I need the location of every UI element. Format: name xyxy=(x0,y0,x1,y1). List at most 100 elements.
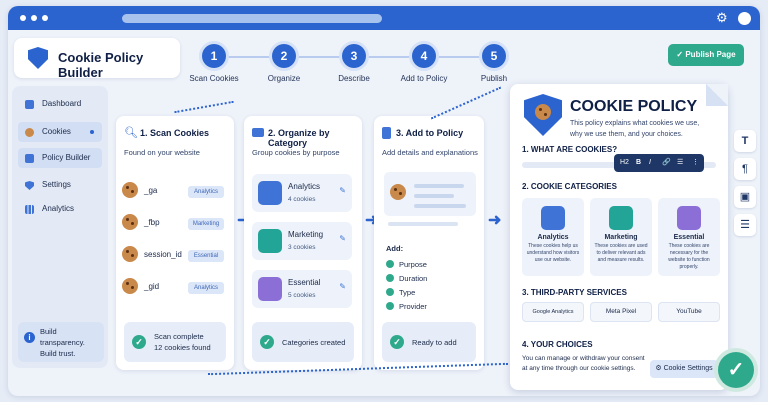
edit-icon[interactable]: ✎ xyxy=(339,282,346,291)
category-tag[interactable]: Analytics xyxy=(188,282,224,294)
address-bar[interactable] xyxy=(122,14,382,23)
section-heading: 1. WHAT ARE COOKIES? xyxy=(522,145,618,154)
sidebar-item-label: Analytics xyxy=(42,204,75,213)
cookie-settings-button[interactable]: ⚙ Cookie Settings xyxy=(650,360,718,378)
paragraph-tool-button[interactable]: ¶ xyxy=(734,158,756,180)
policy-intro: This policy explains what cookies we use… xyxy=(570,120,700,138)
panel-title: 3. Add to Policy xyxy=(396,128,464,138)
cookie-name: _ga xyxy=(144,186,158,195)
add-item-label: Purpose xyxy=(399,260,427,269)
check-dot xyxy=(386,274,394,282)
service-google-analytics: Google Analytics xyxy=(522,302,584,322)
sidebar-item-label: Dashboard xyxy=(42,99,82,108)
organize-status: ✓ Categories created xyxy=(252,322,354,362)
more-button[interactable]: ⋮ xyxy=(692,159,699,166)
step-label: Scan Cookies xyxy=(189,74,239,83)
status-text: Scan complete 12 cookies found xyxy=(154,331,211,353)
sidebar-item-settings[interactable]: Settings xyxy=(18,175,102,195)
cookie-icon xyxy=(25,128,34,137)
category-count: 5 cookies xyxy=(288,292,316,299)
step-2[interactable]: 2 xyxy=(272,44,296,68)
add-item-label: Type xyxy=(399,288,416,297)
category-tag[interactable]: Marketing xyxy=(188,218,224,230)
publish-page-button[interactable]: ✓ Publish Page xyxy=(668,44,744,66)
shield-icon xyxy=(28,47,48,69)
sidebar-item-label: Cookies xyxy=(42,127,71,136)
search-icon: 🔍︎ xyxy=(124,127,138,139)
gear-icon[interactable]: ⚙ xyxy=(716,10,728,25)
check-dot xyxy=(386,302,394,310)
step-5[interactable]: 5 xyxy=(482,44,506,68)
status-line: Scan complete xyxy=(154,332,204,341)
step-3[interactable]: 3 xyxy=(342,44,366,68)
category-name: Essential xyxy=(673,234,705,241)
panel-subtitle: Found on your website xyxy=(124,148,200,157)
cookie-name: session_id xyxy=(144,250,182,259)
sidebar-item-label: Settings xyxy=(42,180,71,189)
sidebar-item-cookies[interactable]: Cookies xyxy=(18,122,102,142)
step-label: Add to Policy xyxy=(400,74,448,83)
heading-button[interactable]: H2 xyxy=(620,159,629,166)
step-label: Describe xyxy=(338,74,370,83)
analytics-icon xyxy=(541,206,565,230)
success-check-icon: ✓ xyxy=(718,352,754,388)
preview-card xyxy=(384,172,476,216)
italic-button[interactable]: I xyxy=(649,159,651,166)
category-card-marketing[interactable]: Marketing 3 cookies ✎ xyxy=(252,222,352,260)
arrow-right-icon: ➜ xyxy=(488,212,502,229)
active-dot xyxy=(90,130,94,134)
window-dot[interactable] xyxy=(20,15,26,21)
policy-category-marketing: Marketing These cookies are used to deli… xyxy=(590,198,652,276)
cookie-icon xyxy=(122,182,138,198)
step-4[interactable]: 4 xyxy=(412,44,436,68)
add-item-duration[interactable]: Duration xyxy=(386,274,427,283)
list-button[interactable]: ☰ xyxy=(677,159,684,166)
add-status: ✓ Ready to add xyxy=(382,322,476,362)
scan-status: ✓ Scan complete 12 cookies found xyxy=(124,322,226,362)
check-dot xyxy=(386,288,394,296)
add-item-type[interactable]: Type xyxy=(386,288,415,297)
window-dot[interactable] xyxy=(42,15,48,21)
profile-icon[interactable] xyxy=(738,12,751,25)
sidebar-item-analytics[interactable]: Analytics xyxy=(18,199,102,219)
link-button[interactable]: 🔗 xyxy=(662,159,671,166)
add-list-title: Add: xyxy=(386,244,404,253)
sidebar-item-dashboard[interactable]: Dashboard xyxy=(18,94,102,114)
scan-cookies-panel: 🔍︎ 1. Scan Cookies Found on your website… xyxy=(116,116,234,370)
panel-subtitle: Add details and explanations xyxy=(382,148,478,157)
category-card-analytics[interactable]: Analytics 4 cookies ✎ xyxy=(252,174,352,212)
app-logo-card: Cookie Policy Builder xyxy=(14,38,180,80)
sidebar-item-policy-builder[interactable]: Policy Builder xyxy=(18,148,102,168)
category-card-essential[interactable]: Essential 5 cookies ✎ xyxy=(252,270,352,308)
add-item-label: Provider xyxy=(399,302,427,311)
megaphone-icon xyxy=(258,229,282,253)
document-icon xyxy=(382,127,391,139)
edit-icon[interactable]: ✎ xyxy=(339,234,346,243)
add-item-purpose[interactable]: Purpose xyxy=(386,260,427,269)
text-tool-button[interactable]: T xyxy=(734,130,756,152)
sidebar: Dashboard Cookies Policy Builder Setting… xyxy=(12,86,108,368)
policy-category-analytics: Analytics These cookies help us understa… xyxy=(522,198,584,276)
category-tag[interactable]: Essential xyxy=(188,250,224,262)
step-connector xyxy=(434,56,482,58)
category-tag[interactable]: Analytics xyxy=(188,186,224,198)
section-heading: 3. THIRD-PARTY SERVICES xyxy=(522,288,627,297)
image-tool-button[interactable]: ▣ xyxy=(734,186,756,208)
flow-dotted-line xyxy=(174,100,234,114)
step-1[interactable]: 1 xyxy=(202,44,226,68)
window-dot[interactable] xyxy=(31,15,37,21)
app-window: ⚙ Cookie Policy Builder 1 2 3 4 5 Scan C… xyxy=(8,6,760,396)
category-name: Analytics xyxy=(537,234,569,241)
category-description: These cookies are necessary for the webs… xyxy=(668,243,710,270)
list-tool-button[interactable]: ☰ xyxy=(734,214,756,236)
cookie-icon xyxy=(122,214,138,230)
add-item-provider[interactable]: Provider xyxy=(386,302,427,311)
edit-icon[interactable]: ✎ xyxy=(339,186,346,195)
policy-title: COOKIE POLICY xyxy=(570,98,698,115)
title-bar: ⚙ xyxy=(8,6,760,30)
page-fold xyxy=(706,84,728,106)
app-title: Cookie Policy Builder xyxy=(58,50,144,80)
category-name: Analytics xyxy=(288,182,321,191)
cookie-settings-label: Cookie Settings xyxy=(663,365,713,372)
bold-button[interactable]: B xyxy=(636,159,642,166)
